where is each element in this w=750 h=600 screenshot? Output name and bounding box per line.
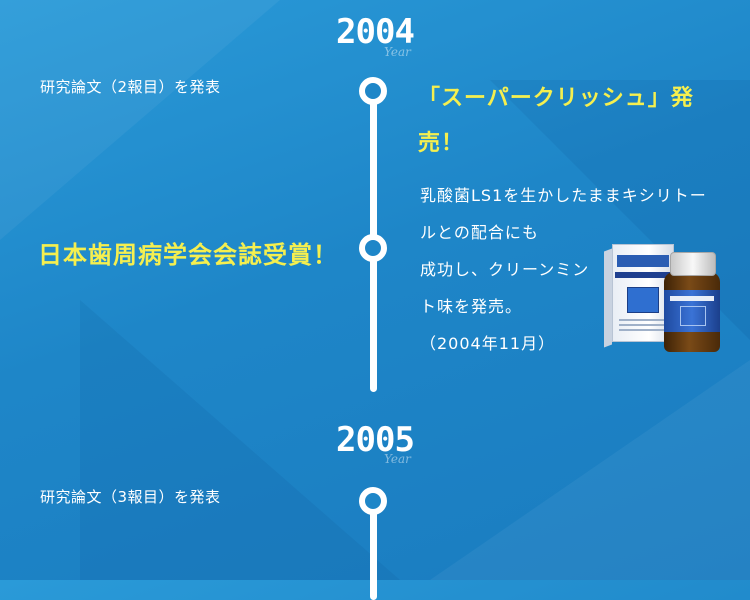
- year-heading-2005: 2005: [336, 420, 415, 460]
- product-description-line: 乳酸菌LS1を生かしたままキシリトールとの配合にも: [420, 186, 707, 242]
- product-image: [604, 238, 734, 358]
- product-launch-title: 「スーパークリッシュ」発売！: [418, 86, 694, 156]
- paper-announcement-2005: 研究論文（3報目）を発表: [40, 488, 221, 506]
- timeline-node: [359, 234, 387, 262]
- product-bottle-cap: [670, 252, 716, 276]
- product-description: 乳酸菌LS1を生かしたままキシリトールとの配合にも 成功し、クリーンミント味を発…: [420, 177, 725, 362]
- product-box-side: [604, 248, 612, 348]
- timeline-node: [359, 77, 387, 105]
- background-facet: [430, 360, 750, 580]
- year-caption-2004: Year: [384, 45, 411, 59]
- year-caption-2005: Year: [384, 452, 411, 466]
- year-heading-2004: 2004: [336, 12, 415, 52]
- award-title: 日本歯周病学会会誌受賞！: [38, 241, 338, 269]
- product-box: [612, 244, 674, 342]
- timeline-line: [370, 500, 377, 600]
- product-description-line: 成功し、クリーンミント味を発売。: [420, 260, 590, 316]
- paper-announcement-2004: 研究論文（2報目）を発表: [40, 78, 221, 96]
- timeline-node: [359, 487, 387, 515]
- product-release-date: （2004年11月）: [420, 334, 556, 353]
- product-bottle: [664, 272, 720, 352]
